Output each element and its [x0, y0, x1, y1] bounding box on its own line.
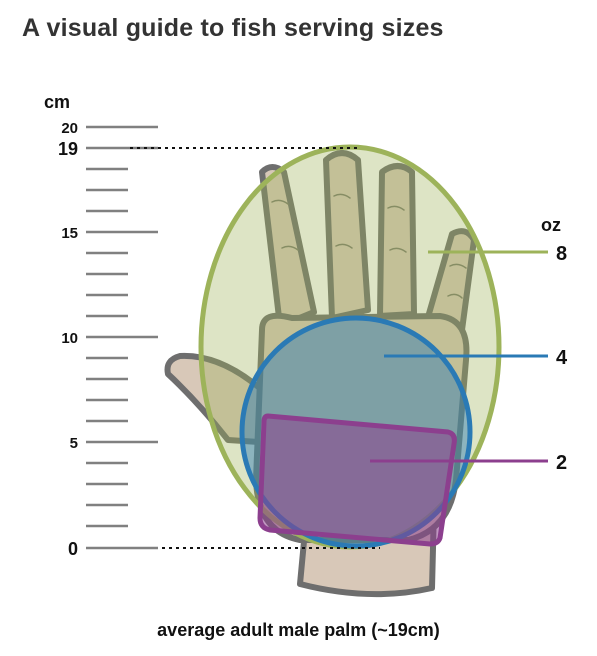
oz-unit-label: oz	[541, 215, 561, 235]
serving-2oz-region	[257, 413, 457, 547]
tick-label-0: 0	[68, 539, 78, 559]
serving-label-2oz: 2	[556, 452, 567, 474]
finger-ring	[377, 163, 417, 319]
serving-2oz-rectangle	[257, 413, 457, 547]
ruler-ticks	[86, 125, 158, 550]
figure-caption: average adult male palm (~19cm)	[157, 620, 440, 640]
tick-label-19: 19	[58, 139, 78, 159]
tick-label-5: 5	[70, 435, 78, 452]
tick-label-10: 10	[61, 330, 78, 347]
ruler-unit-label: cm	[44, 92, 70, 112]
serving-labels: oz 8 4 2	[370, 215, 568, 474]
serving-label-4oz: 4	[556, 347, 568, 369]
ruler: cm 20 19 15 10 5 0	[44, 92, 158, 559]
page-title: A visual guide to fish serving sizes	[22, 14, 444, 42]
tick-label-15: 15	[61, 225, 78, 242]
tick-label-20: 20	[61, 120, 78, 137]
finger-little	[423, 228, 477, 333]
serving-label-8oz: 8	[556, 243, 567, 265]
guide-lines	[130, 147, 380, 549]
finger-creases	[271, 193, 467, 299]
